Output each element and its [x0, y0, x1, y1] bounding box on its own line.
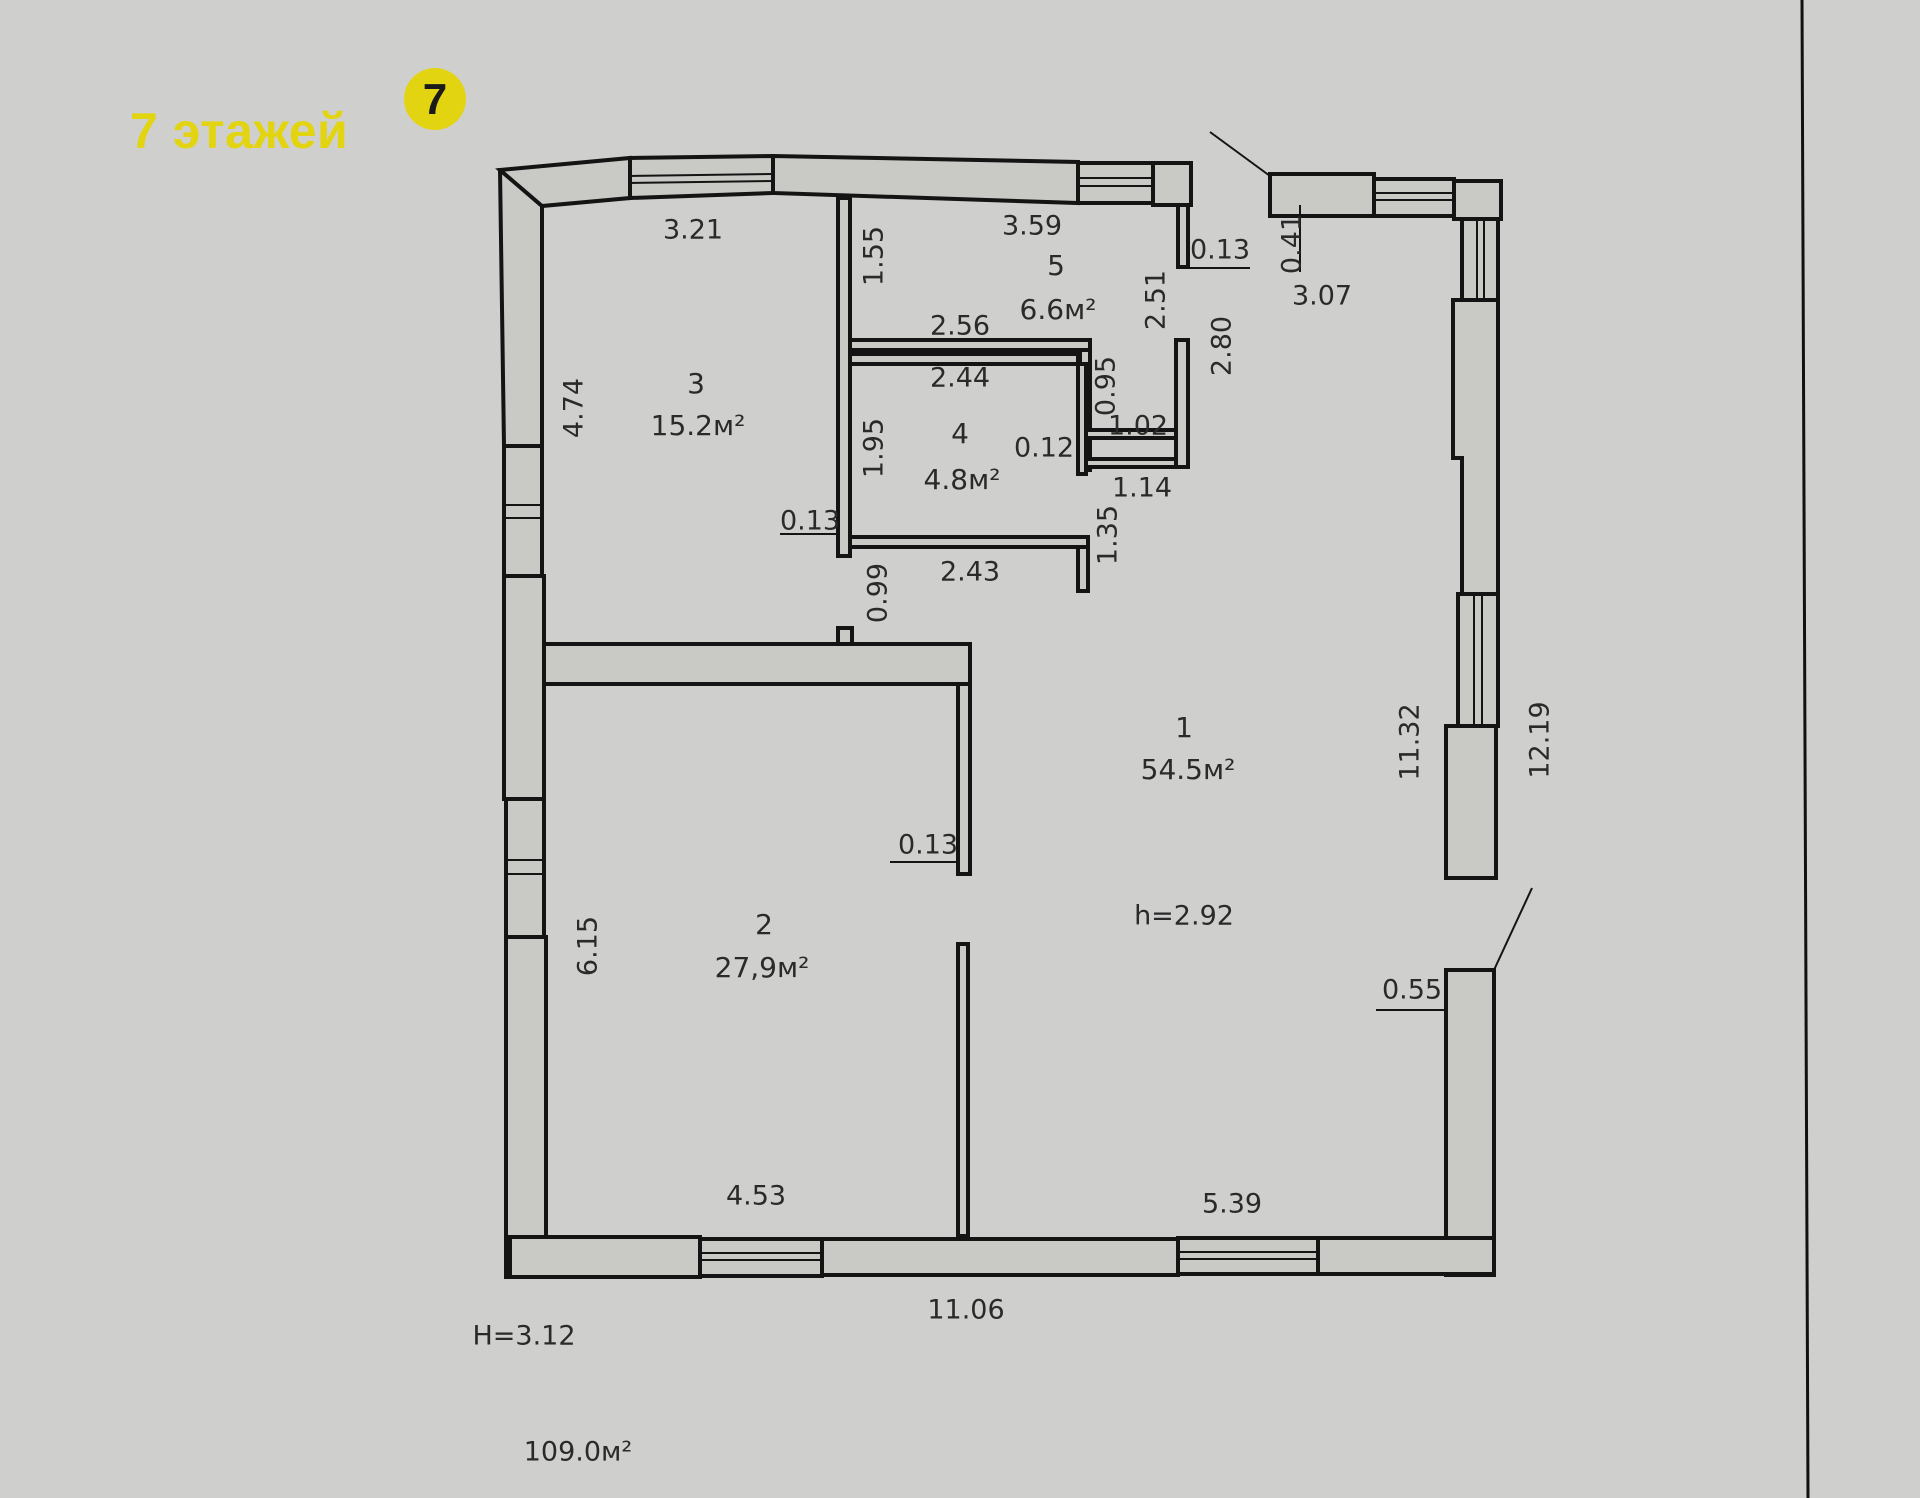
dim-label: 2.51	[1140, 269, 1172, 331]
door-line-right	[1493, 887, 1533, 971]
exterior-wall-bottom-mid	[820, 1237, 1180, 1277]
dim-label: 3.21	[662, 214, 724, 246]
partition-room5-right	[1174, 338, 1190, 469]
exterior-wall-left-mid	[502, 574, 546, 801]
room-4-number: 4	[951, 417, 969, 450]
window-top-2	[1076, 161, 1155, 205]
window-left-2	[504, 797, 546, 939]
dim-label: 2.80	[1206, 315, 1238, 377]
partition-room4-bottom	[848, 535, 1090, 549]
wall-niche	[836, 626, 854, 646]
brand-name: 7 этажей	[130, 103, 349, 159]
exterior-wall-left-lower	[504, 935, 548, 1279]
dim-label: 6.15	[572, 915, 604, 977]
window-bottom-1	[698, 1237, 824, 1278]
partition-room4-stub	[1076, 545, 1090, 593]
interior-wall-horizontal	[542, 642, 972, 686]
exterior-wall-right-mid	[1444, 724, 1498, 880]
window-top-1	[628, 153, 775, 201]
door-line-top	[1209, 131, 1271, 177]
exterior-wall-top-mid	[771, 153, 1080, 206]
room-1-area: 54.5м²	[1140, 753, 1236, 786]
glazing-line	[629, 173, 774, 177]
brand-logo: 7	[402, 66, 468, 136]
dim-label: 1.55	[858, 225, 890, 287]
partition-vertical-left	[836, 196, 852, 558]
dim-label: 0.13	[897, 829, 959, 861]
logo-glyph: 7	[423, 75, 447, 124]
seven-logo-icon: 7	[404, 68, 466, 130]
dim-label: 12.19	[1524, 701, 1556, 779]
partition-room5-bottom	[848, 338, 1092, 352]
dim-label: 0.41	[1276, 213, 1308, 275]
window-right-1	[1460, 217, 1500, 302]
dim-label: 0.13	[779, 505, 841, 537]
partition-room5-top-stub	[1176, 203, 1190, 269]
dim-label: 2.56	[929, 310, 991, 342]
total-area-label: 109.0м²	[523, 1436, 633, 1468]
room-4-area: 4.8м²	[923, 463, 1001, 496]
dim-label: 3.59	[1001, 210, 1063, 242]
exterior-wall-right-upper	[1451, 298, 1500, 596]
dim-label: 11.32	[1394, 703, 1426, 781]
building-height-label: H=3.12	[472, 1320, 576, 1352]
dim-label: 2.44	[929, 362, 991, 394]
exterior-wall-top-right	[1268, 172, 1376, 218]
dim-label: 0.13	[1189, 234, 1251, 266]
window-right-2	[1456, 592, 1500, 728]
room-1-number: 1	[1175, 711, 1193, 744]
dim-label: 11.06	[927, 1294, 1005, 1326]
dim-label: 1.95	[858, 417, 890, 479]
room-5-area: 6.6м²	[1019, 293, 1097, 326]
room-5-number: 5	[1047, 249, 1065, 282]
dim-label: 2.43	[939, 556, 1001, 588]
partition-room4-right-b	[1076, 362, 1088, 476]
interior-partition-room2	[956, 942, 970, 1238]
dim-label: 5.39	[1201, 1188, 1263, 1220]
dim-label: 1.02	[1107, 410, 1169, 442]
interior-wall-room2-stub	[956, 682, 972, 876]
glazing-line	[629, 180, 774, 184]
dim-label: 3.07	[1291, 280, 1353, 312]
exterior-wall-left-upper	[497, 168, 544, 448]
partition-room5-lower-stub	[1084, 428, 1178, 440]
window-left-1	[502, 444, 544, 578]
exterior-wall-bottom-left	[508, 1235, 702, 1279]
partition-room4-lower	[1084, 457, 1190, 469]
sheet-border-line	[1800, 0, 1810, 1498]
dim-label: 4.74	[558, 377, 590, 439]
logo-circle	[404, 68, 466, 130]
dim-label: 1.35	[1092, 504, 1124, 566]
dim-label: 4.53	[725, 1180, 787, 1212]
exterior-wall-corner-right	[1452, 179, 1503, 221]
exterior-wall-bottom-right	[1316, 1236, 1496, 1276]
dim-label: 0.55	[1381, 974, 1443, 1006]
room-3-number: 3	[687, 367, 705, 400]
exterior-wall-top-end	[1151, 161, 1193, 207]
dim-label: 0.99	[862, 562, 894, 624]
dim-label: 0.95	[1090, 355, 1122, 417]
exterior-wall-right-lower	[1444, 968, 1496, 1277]
room-3-area: 15.2м²	[650, 409, 746, 442]
dim-label: 1.14	[1111, 472, 1173, 504]
partition-room4-top	[848, 352, 1080, 366]
room-height-label: h=2.92	[1134, 900, 1234, 932]
window-top-3	[1372, 177, 1456, 218]
room-2-number: 2	[755, 908, 773, 941]
window-bottom-2	[1176, 1236, 1320, 1276]
dim-label: 0.12	[1013, 432, 1075, 464]
room-2-area: 27,9м²	[714, 951, 810, 984]
